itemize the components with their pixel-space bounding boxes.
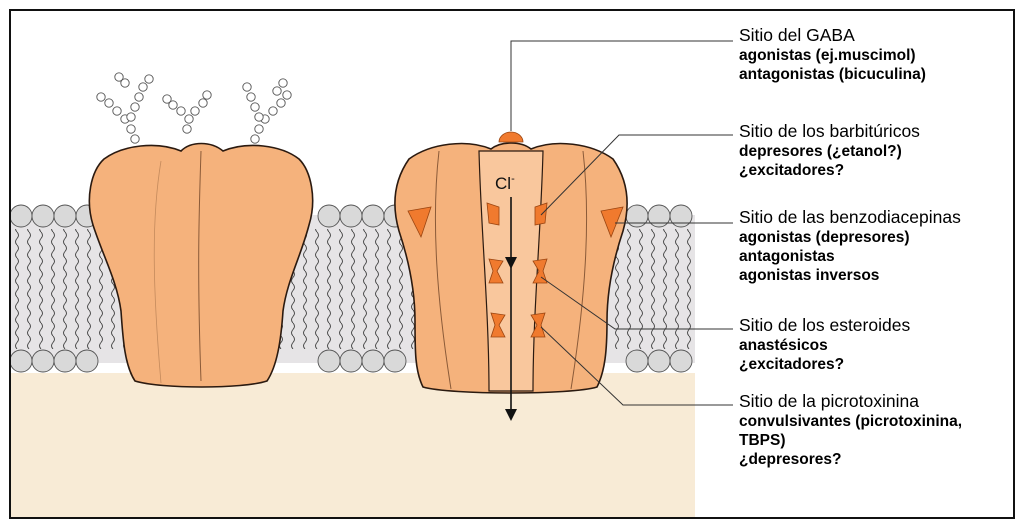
sugar-bead: [255, 113, 263, 121]
lipid-head: [362, 205, 384, 227]
lipid-head: [318, 205, 340, 227]
site-title: Sitio de los barbitúricos: [739, 121, 920, 142]
site-detail: antagonistas (bicuculina): [739, 65, 926, 84]
site-title: Sitio de la picrotoxinina: [739, 391, 962, 412]
site-detail: ¿excitadores?: [739, 355, 910, 374]
cytoplasm-region: [11, 373, 695, 517]
sugar-bead: [269, 107, 277, 115]
picrotoxinin-site-label: Sitio de la picrotoxinina convulsivantes…: [739, 391, 962, 469]
sugar-bead: [131, 103, 139, 111]
lipid-head: [318, 350, 340, 372]
site-detail: agonistas inversos: [739, 266, 961, 285]
figure-frame: Cl- Sitio del GABA agonistas (ej.muscimo…: [9, 9, 1015, 519]
sugar-bead: [199, 99, 207, 107]
lipid-head: [362, 350, 384, 372]
site-detail: anastésicos: [739, 336, 910, 355]
sugar-bead: [97, 93, 105, 101]
site-detail: depresores (¿etanol?): [739, 142, 920, 161]
site-detail: agonistas (depresores): [739, 228, 961, 247]
lipid-head: [626, 205, 648, 227]
sugar-bead: [191, 107, 199, 115]
sugar-bead: [183, 125, 191, 133]
sugar-bead: [163, 95, 171, 103]
sugar-bead: [203, 91, 211, 99]
sugar-bead: [105, 99, 113, 107]
sugar-bead: [127, 125, 135, 133]
site-detail: ¿depresores?: [739, 450, 962, 469]
sugar-bead: [115, 73, 123, 81]
lipid-head: [32, 205, 54, 227]
barbiturate-site-label: Sitio de los barbitúricos depresores (¿e…: [739, 121, 920, 180]
sugar-bead: [283, 91, 291, 99]
lipid-head: [54, 205, 76, 227]
site-title: Sitio del GABA: [739, 25, 926, 46]
site-detail: convulsivantes (picrotoxinina,: [739, 412, 962, 431]
gaba-site-marker: [499, 132, 523, 142]
sugar-bead: [145, 75, 153, 83]
lipid-head: [626, 350, 648, 372]
site-detail: TBPS): [739, 431, 962, 450]
benzodiazepine-site-label: Sitio de las benzodiacepinas agonistas (…: [739, 207, 961, 285]
sugar-bead: [279, 79, 287, 87]
sugar-bead: [251, 135, 259, 143]
sugar-bead: [135, 93, 143, 101]
lipid-head: [32, 350, 54, 372]
lipid-head: [11, 205, 32, 227]
lipid-head: [340, 350, 362, 372]
lipid-head: [11, 350, 32, 372]
sugar-bead: [127, 113, 135, 121]
sugar-bead: [277, 99, 285, 107]
barbiturate-site-marker: [535, 203, 547, 225]
lipid-head: [648, 350, 670, 372]
lipid-head: [76, 350, 98, 372]
sugar-bead: [177, 107, 185, 115]
lipid-head: [340, 205, 362, 227]
sugar-bead: [131, 135, 139, 143]
sugar-bead: [273, 87, 281, 95]
sugar-bead: [251, 103, 259, 111]
sugar-bead: [185, 115, 193, 123]
site-detail: antagonistas: [739, 247, 961, 266]
sugar-bead: [247, 93, 255, 101]
site-detail: ¿excitadores?: [739, 161, 920, 180]
lipid-head: [384, 350, 406, 372]
gaba-site-label: Sitio del GABA agonistas (ej.muscimol) a…: [739, 25, 926, 84]
glycosylation-chains: [97, 73, 291, 143]
sugar-bead: [139, 83, 147, 91]
sugar-bead: [255, 125, 263, 133]
lipid-head: [670, 205, 692, 227]
barbiturate-site-marker: [487, 203, 499, 225]
leader-gaba: [511, 41, 733, 131]
steroid-site-label: Sitio de los esteroides anastésicos ¿exc…: [739, 315, 910, 374]
lipid-head: [648, 205, 670, 227]
site-detail: agonistas (ej.muscimol): [739, 46, 926, 65]
site-title: Sitio de los esteroides: [739, 315, 910, 336]
site-title: Sitio de las benzodiacepinas: [739, 207, 961, 228]
sugar-bead: [243, 83, 251, 91]
lipid-head: [54, 350, 76, 372]
lipid-head: [670, 350, 692, 372]
sugar-bead: [113, 107, 121, 115]
